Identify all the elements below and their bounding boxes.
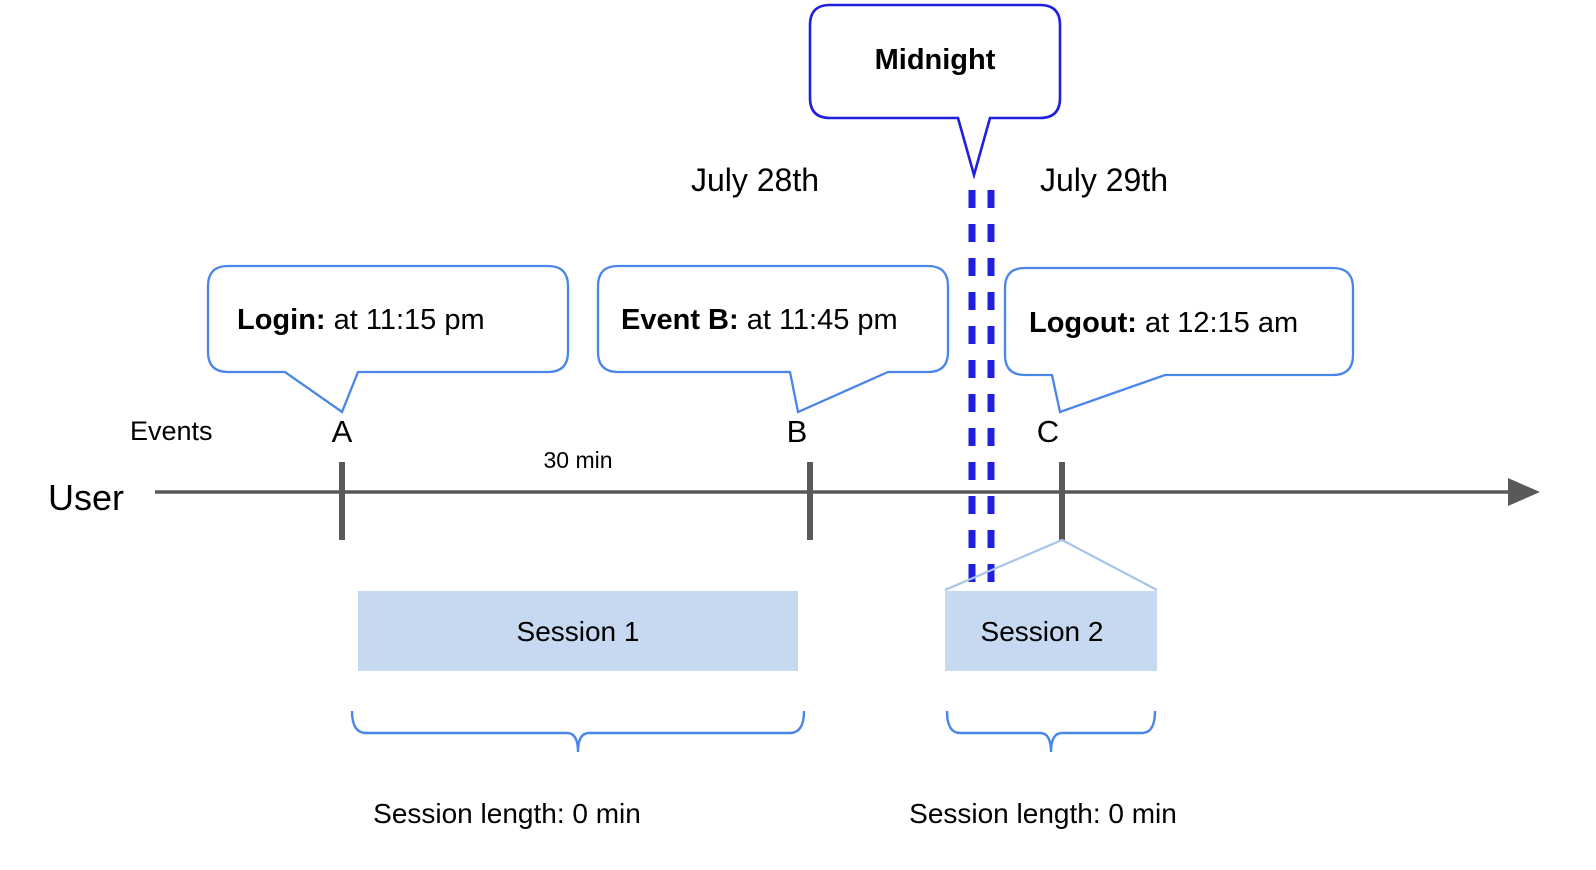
session-1-length-label: Session length: 0 min xyxy=(373,798,641,829)
marker-label-c: C xyxy=(1036,414,1060,449)
login-callout-shape xyxy=(206,264,570,414)
timeline-arrowhead xyxy=(1508,478,1540,506)
marker-label-b: B xyxy=(786,414,808,449)
login-callout-bold: Login: xyxy=(237,304,326,336)
event-b-callout-label: Event B: at 11:45 pm xyxy=(621,306,898,335)
session-2-connector xyxy=(944,538,1158,592)
logout-callout-bold: Logout: xyxy=(1029,307,1137,339)
session-1-label: Session 1 xyxy=(516,616,640,647)
session-2-brace xyxy=(945,710,1157,753)
login-callout-rest: at 11:15 pm xyxy=(325,304,485,336)
logout-callout-shape xyxy=(1003,266,1355,414)
event-b-callout-bold: Event B: xyxy=(621,304,739,336)
session-2-label: Session 2 xyxy=(980,616,1104,647)
session-1-brace xyxy=(350,710,806,753)
events-row-label: Events xyxy=(130,416,213,446)
midnight-label: Midnight xyxy=(874,44,996,76)
marker-label-a: A xyxy=(331,414,353,449)
session-2-box xyxy=(945,591,1157,671)
session-1-box xyxy=(358,591,798,671)
event-b-callout-rest: at 11:45 pm xyxy=(738,304,898,336)
date-label-july-28: July 28th xyxy=(690,162,820,198)
duration-label-30-min: 30 min xyxy=(543,447,613,473)
midnight-callout-shape xyxy=(808,3,1062,180)
event-b-callout-shape xyxy=(596,264,950,414)
logout-callout-rest: at 12:15 am xyxy=(1136,307,1299,339)
user-row-label: User xyxy=(48,477,125,518)
logout-callout-label: Logout: at 12:15 am xyxy=(1029,309,1298,338)
session-2-length-label: Session length: 0 min xyxy=(909,798,1177,829)
date-label-july-29: July 29th xyxy=(1039,162,1169,198)
login-callout-label: Login: at 11:15 pm xyxy=(237,306,485,335)
